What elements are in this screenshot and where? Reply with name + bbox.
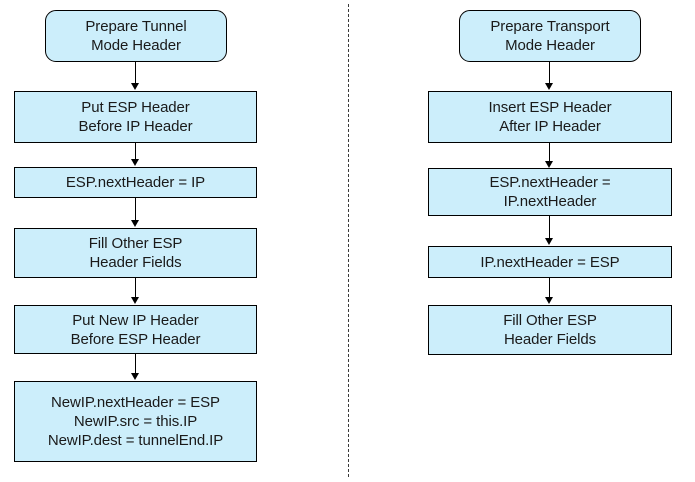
connector-l3-l4 [135,198,136,221]
connector-l5-l6 [135,354,136,374]
node-label: ESP.nextHeader = IP [65,174,206,191]
arrowhead-r4-r5 [545,297,553,304]
arrowhead-r2-r3 [545,161,553,168]
node-label: Put ESP Header Before IP Header [78,99,193,135]
arrowhead-r3-r4 [545,238,553,245]
node-newip-field-assignments: NewIP.nextHeader = ESP NewIP.src = this.… [14,381,257,462]
node-put-new-ip-header-before-esp-header: Put New IP Header Before ESP Header [14,305,257,354]
arrowhead-l4-l5 [131,297,139,304]
node-put-esp-header-before-ip-header: Put ESP Header Before IP Header [14,91,257,143]
node-ip-nextheader-equals-esp: IP.nextHeader = ESP [428,246,672,278]
connector-l4-l5 [135,278,136,298]
arrowhead-l2-l3 [131,159,139,166]
node-label: Prepare Tunnel Mode Header [85,18,187,54]
node-label: Insert ESP Header After IP Header [488,99,612,135]
node-label: NewIP.nextHeader = ESP NewIP.src = this.… [47,394,224,449]
node-label: ESP.nextHeader = IP.nextHeader [489,174,611,210]
connector-r4-r5 [549,278,550,298]
connector-l2-l3 [135,143,136,160]
node-label: Fill Other ESP Header Fields [503,312,597,348]
node-insert-esp-header-after-ip-header: Insert ESP Header After IP Header [428,91,672,143]
connector-r2-r3 [549,143,550,162]
column-divider [348,4,349,477]
node-label: Fill Other ESP Header Fields [88,235,183,271]
connector-l1-l2 [135,62,136,84]
node-esp-nextheader-equals-ip: ESP.nextHeader = IP [14,167,257,198]
node-label: IP.nextHeader = ESP [480,253,620,271]
connector-r3-r4 [549,216,550,238]
arrowhead-l5-l6 [131,373,139,380]
node-prepare-tunnel-mode-header: Prepare Tunnel Mode Header [45,10,227,62]
node-label: Prepare Transport Mode Header [490,18,610,54]
connector-r1-r2 [549,62,550,84]
arrowhead-l1-l2 [131,83,139,90]
node-esp-nextheader-equals-ip-nextheader: ESP.nextHeader = IP.nextHeader [428,168,672,216]
node-fill-other-esp-header-fields-tunnel: Fill Other ESP Header Fields [14,228,257,278]
arrowhead-r1-r2 [545,83,553,90]
node-label: Put New IP Header Before ESP Header [70,311,201,348]
arrowhead-l3-l4 [131,220,139,227]
node-prepare-transport-mode-header: Prepare Transport Mode Header [459,10,641,62]
node-fill-other-esp-header-fields-transport: Fill Other ESP Header Fields [428,305,672,355]
